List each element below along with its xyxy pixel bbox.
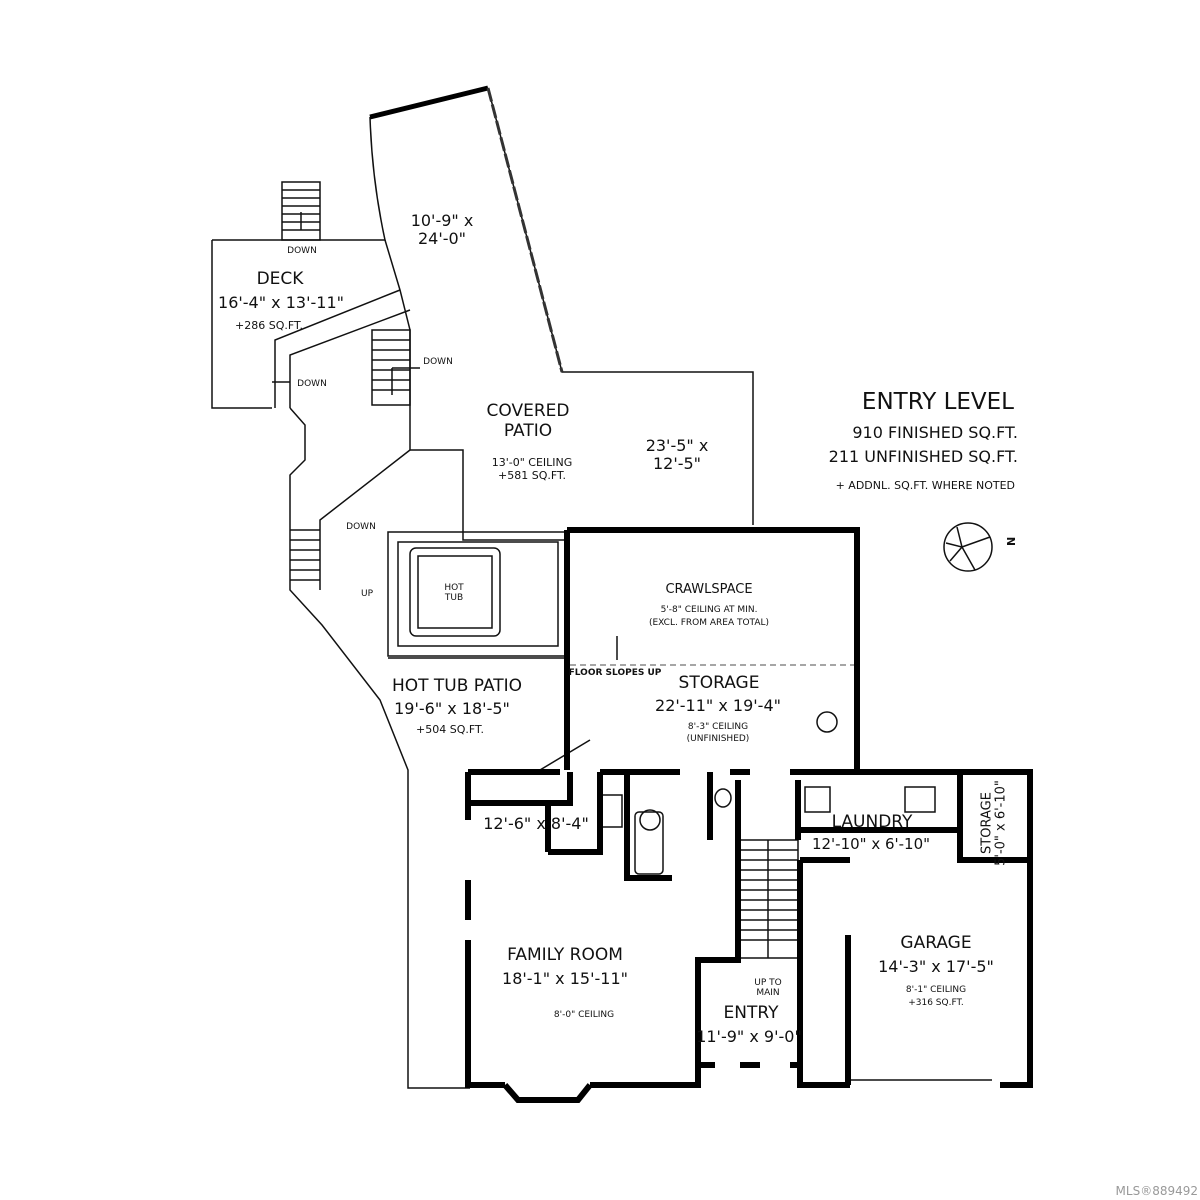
covered-patio-dims-2: 12'-5" [652,454,702,474]
window-wall [486,87,564,373]
garage-name: GARAGE [900,933,972,953]
garage-area: +316 SQ.FT. [908,998,964,1008]
unfinished-area: 211 UNFINISHED SQ.FT. [828,447,1018,466]
bedroom-dims: 12'-6" x 8'-4" [483,814,589,833]
compass-icon [943,522,993,572]
stair-label-down: DOWN [346,522,376,532]
laundry-name: LAUNDRY [831,812,913,832]
small-storage-dims: 5'-0" x 6'-10" [994,780,1009,866]
laundry-dims: 12'-10" x 6'-10" [811,835,931,853]
storage-name: STORAGE [678,673,760,693]
exterior-walls-thick [369,85,489,120]
stair-label-up: UP [360,589,374,599]
storage-dims: 22'-11" x 19'-4" [655,696,781,715]
covered-patio-ceiling: 13'-0" CEILING+581 SQ.FT. [491,456,573,482]
garage-dims: 14'-3" x 17'-5" [878,957,994,976]
covered-patio-name-1: COVERED [486,401,570,421]
mls-watermark: MLS®889492 [1115,1184,1198,1198]
covered-patio-dims-1: 23'-5" x [645,436,709,455]
upper-patio-dims-1: 10'-9" x [410,211,474,230]
stair-label-down: DOWN [287,246,317,256]
hot-tub-patio-name: HOT TUB PATIO [391,676,523,696]
stair-label-down: DOWN [423,357,453,367]
storage-ceiling: 8'-3" CEILING [687,722,749,732]
crawlspace-note: (EXCL. FROM AREA TOTAL) [648,618,770,628]
floor-slope-label: FLOOR SLOPES UP [568,668,662,678]
family-room-name: FAMILY ROOM [507,945,623,965]
covered-patio-name-2: PATIO [503,420,553,441]
interior-walls [465,527,1033,1103]
covered-patio-ceiling-text: 13'-0" CEILING [491,456,573,469]
entry-name: ENTRY [723,1003,779,1023]
hot-tub-label-1: HOT [444,583,464,593]
exterior-outlines [211,87,992,1089]
hot-tub-patio-area: +504 SQ.FT. [416,723,484,736]
upper-patio-dims-2: 24'-0" [417,229,467,249]
garage-ceiling: 8'-1" CEILING [905,985,967,995]
deck-name: DECK [256,269,304,289]
storage-note: (UNFINISHED) [686,734,750,744]
stairs-label-2: MAIN [756,988,780,999]
crawlspace-name: CRAWLSPACE [665,582,753,597]
deck-area: +286 SQ.FT. [235,319,303,332]
area-note: + ADDNL. SQ.FT. WHERE NOTED [835,479,1015,492]
entry-dims: 11'-9" x 9'-0" [696,1027,802,1046]
family-room-dims: 18'-1" x 15'-11" [502,969,628,988]
compass-label: N [1003,536,1017,546]
crawlspace-ceiling: 5'-8" CEILING AT MIN. [660,605,758,615]
covered-patio-area: +581 SQ.FT. [498,468,566,482]
stairs-label-1: UP TO [754,978,782,988]
deck-dims: 16'-4" x 13'-11" [218,293,344,312]
family-room-ceiling: 8'-0" CEILING [553,1010,615,1020]
small-storage-name: STORAGE [979,792,995,854]
level-title: ENTRY LEVEL [861,389,1014,415]
hot-tub-patio-dims: 19'-6" x 18'-5" [394,699,510,718]
finished-area: 910 FINISHED SQ.FT. [852,423,1018,442]
stair-label-down: DOWN [297,379,327,389]
hot-tub-label-2: TUB [444,593,464,604]
